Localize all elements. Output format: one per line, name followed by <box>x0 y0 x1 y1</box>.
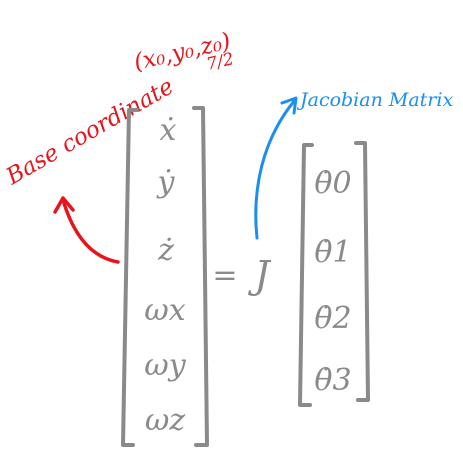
theta-dot-3-entry: θ̇3 <box>314 363 351 398</box>
z-dot-entry: ż <box>157 233 174 268</box>
base-coordinate-label: Base coordinate <box>1 73 178 190</box>
left-vector-right-bracket <box>192 106 209 447</box>
blue-arrow-shaft <box>254 98 297 240</box>
jacobian-annotation: Jacobian Matrix <box>254 89 453 240</box>
right-vector-right-bracket <box>354 141 370 402</box>
left-vector: ẋ ẏ ż ωx ωy ωz <box>144 113 186 438</box>
theta-dot-1-entry: θ̇1 <box>314 235 351 270</box>
jacobian-symbol: J <box>247 253 271 297</box>
left-vector-left-bracket <box>121 108 139 447</box>
red-arrow-shaft <box>61 198 120 264</box>
equals-sign: = <box>212 258 237 293</box>
y-dot-entry: ẏ <box>156 165 176 200</box>
right-vector-left-bracket <box>298 143 314 407</box>
x-dot-entry: ẋ <box>160 113 177 148</box>
omega-y-entry: ωy <box>144 348 186 383</box>
blue-arrowhead-icon <box>280 96 298 115</box>
jacobian-matrix-label: Jacobian Matrix <box>296 89 453 111</box>
red-arrowhead-icon <box>53 196 75 214</box>
base-coordinate-annotation: Base coordinate (x₀,y₀,z₀) 7/2 <box>1 28 236 264</box>
omega-x-entry: ωx <box>144 293 185 328</box>
theta-dot-0-entry: θ̇0 <box>314 166 351 201</box>
right-vector: θ̇0 θ̇1 θ̇2 θ̇3 <box>314 166 351 398</box>
theta-dot-2-entry: θ̇2 <box>314 301 351 336</box>
omega-z-entry: ωz <box>145 403 185 438</box>
